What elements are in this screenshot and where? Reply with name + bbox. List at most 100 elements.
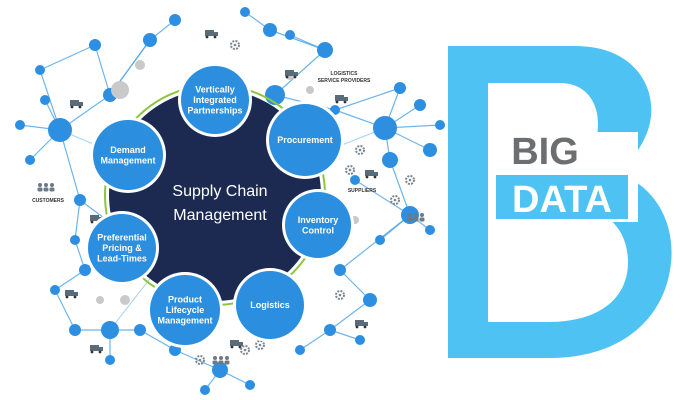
node-label-line: Inventory: [298, 215, 339, 225]
truck-icon: [355, 320, 368, 329]
node-label-line: Partnerships: [187, 106, 242, 116]
network-node: [355, 335, 365, 345]
network-node: [169, 14, 181, 26]
network-edge: [299, 329, 331, 351]
network-node: [375, 235, 385, 245]
network-node: [295, 345, 305, 355]
node-label-line: Vertically: [195, 85, 235, 95]
network-edge: [334, 87, 401, 111]
network-edge: [94, 44, 111, 96]
node-circle: [285, 192, 351, 258]
network-node: [245, 380, 255, 390]
network-edge: [354, 179, 411, 216]
network-node: [134, 324, 146, 336]
truck-icon: [285, 70, 298, 79]
network-node: [105, 355, 115, 365]
node-circle: [93, 120, 163, 190]
truck-icon: [205, 30, 218, 39]
logistics-providers-label-2: SERVICE PROVIDERS: [318, 78, 371, 84]
network-node: [79, 264, 91, 276]
network-node: [423, 143, 437, 157]
node-circle: [269, 104, 341, 176]
truck-icon: [335, 95, 348, 104]
network-edge: [54, 269, 86, 291]
network-node-gray: [135, 60, 145, 70]
network-node: [74, 194, 86, 206]
process-nodes: VerticallyIntegratedPartnershipsProcurem…: [85, 63, 354, 348]
node-label-line: Product: [168, 295, 202, 305]
network-edge: [329, 299, 371, 331]
network-node: [48, 118, 72, 142]
network-edge: [339, 269, 371, 301]
network-node: [200, 385, 210, 395]
network-node-gray: [96, 296, 104, 304]
network-node: [263, 23, 277, 37]
node-label-line: Demand: [110, 145, 146, 155]
customers-label: CUSTOMERS: [32, 198, 65, 204]
network-node: [382, 152, 398, 168]
truck-icon: [70, 100, 83, 109]
network-node: [143, 33, 157, 47]
suppliers-label: SUPPLIERS: [348, 188, 377, 194]
gear-icon: [345, 165, 355, 175]
node-label-line: Pricing &: [102, 243, 142, 253]
network-node: [25, 155, 35, 165]
node-label-line: Integrated: [193, 95, 237, 105]
gear-icon: [355, 145, 365, 155]
node-label-line: Lifecycle: [166, 305, 205, 315]
network-node: [50, 285, 60, 295]
truck-icon: [90, 345, 103, 354]
network-node-gray: [306, 86, 314, 94]
node-label-line: Lead-Times: [97, 254, 147, 264]
network-node: [317, 42, 333, 58]
node-label-line: Control: [302, 225, 334, 235]
network-node: [212, 362, 228, 378]
node-label-line: Management: [100, 155, 155, 165]
truck-icon: [65, 290, 78, 299]
people-icon: [212, 356, 230, 365]
network-edge: [174, 349, 221, 371]
network-node: [414, 99, 426, 111]
network-node: [89, 39, 101, 51]
big-data-logo: BIG DATA: [448, 46, 672, 358]
network-edge: [54, 289, 76, 331]
network-node: [425, 225, 435, 235]
gear-icon: [390, 195, 400, 205]
network-node-gray: [111, 81, 129, 99]
network-node: [435, 120, 445, 130]
network-node: [394, 82, 406, 94]
network-node: [350, 175, 360, 185]
network-node: [69, 324, 81, 336]
gear-icon: [255, 340, 265, 350]
network-node: [363, 293, 377, 307]
network-node: [285, 30, 295, 40]
people-icon: [37, 183, 55, 192]
node-circle: [181, 66, 249, 134]
network-edge: [39, 44, 96, 71]
node-label-line: Preferential: [97, 233, 147, 243]
gear-icon: [195, 355, 205, 365]
node-label-line: Procurement: [277, 135, 333, 145]
network-node: [35, 65, 45, 75]
node-circle: [88, 214, 156, 282]
gear-icon: [230, 40, 240, 50]
network-node: [334, 264, 346, 276]
data-word-bg: [496, 175, 628, 219]
network-labels: LOGISTICS SERVICE PROVIDERS SUPPLIERS CU…: [32, 71, 377, 204]
network-node: [240, 7, 250, 17]
network-edge: [389, 159, 411, 216]
network-node-gray: [120, 295, 130, 305]
network-node: [40, 95, 50, 105]
network-edge: [139, 329, 176, 351]
network-node: [70, 235, 80, 245]
node-procurement: Procurement: [266, 101, 344, 179]
network-node: [15, 120, 25, 130]
truck-icon: [365, 170, 378, 179]
gear-icon: [335, 290, 345, 300]
center-label-line1: Supply Chain: [172, 183, 267, 200]
